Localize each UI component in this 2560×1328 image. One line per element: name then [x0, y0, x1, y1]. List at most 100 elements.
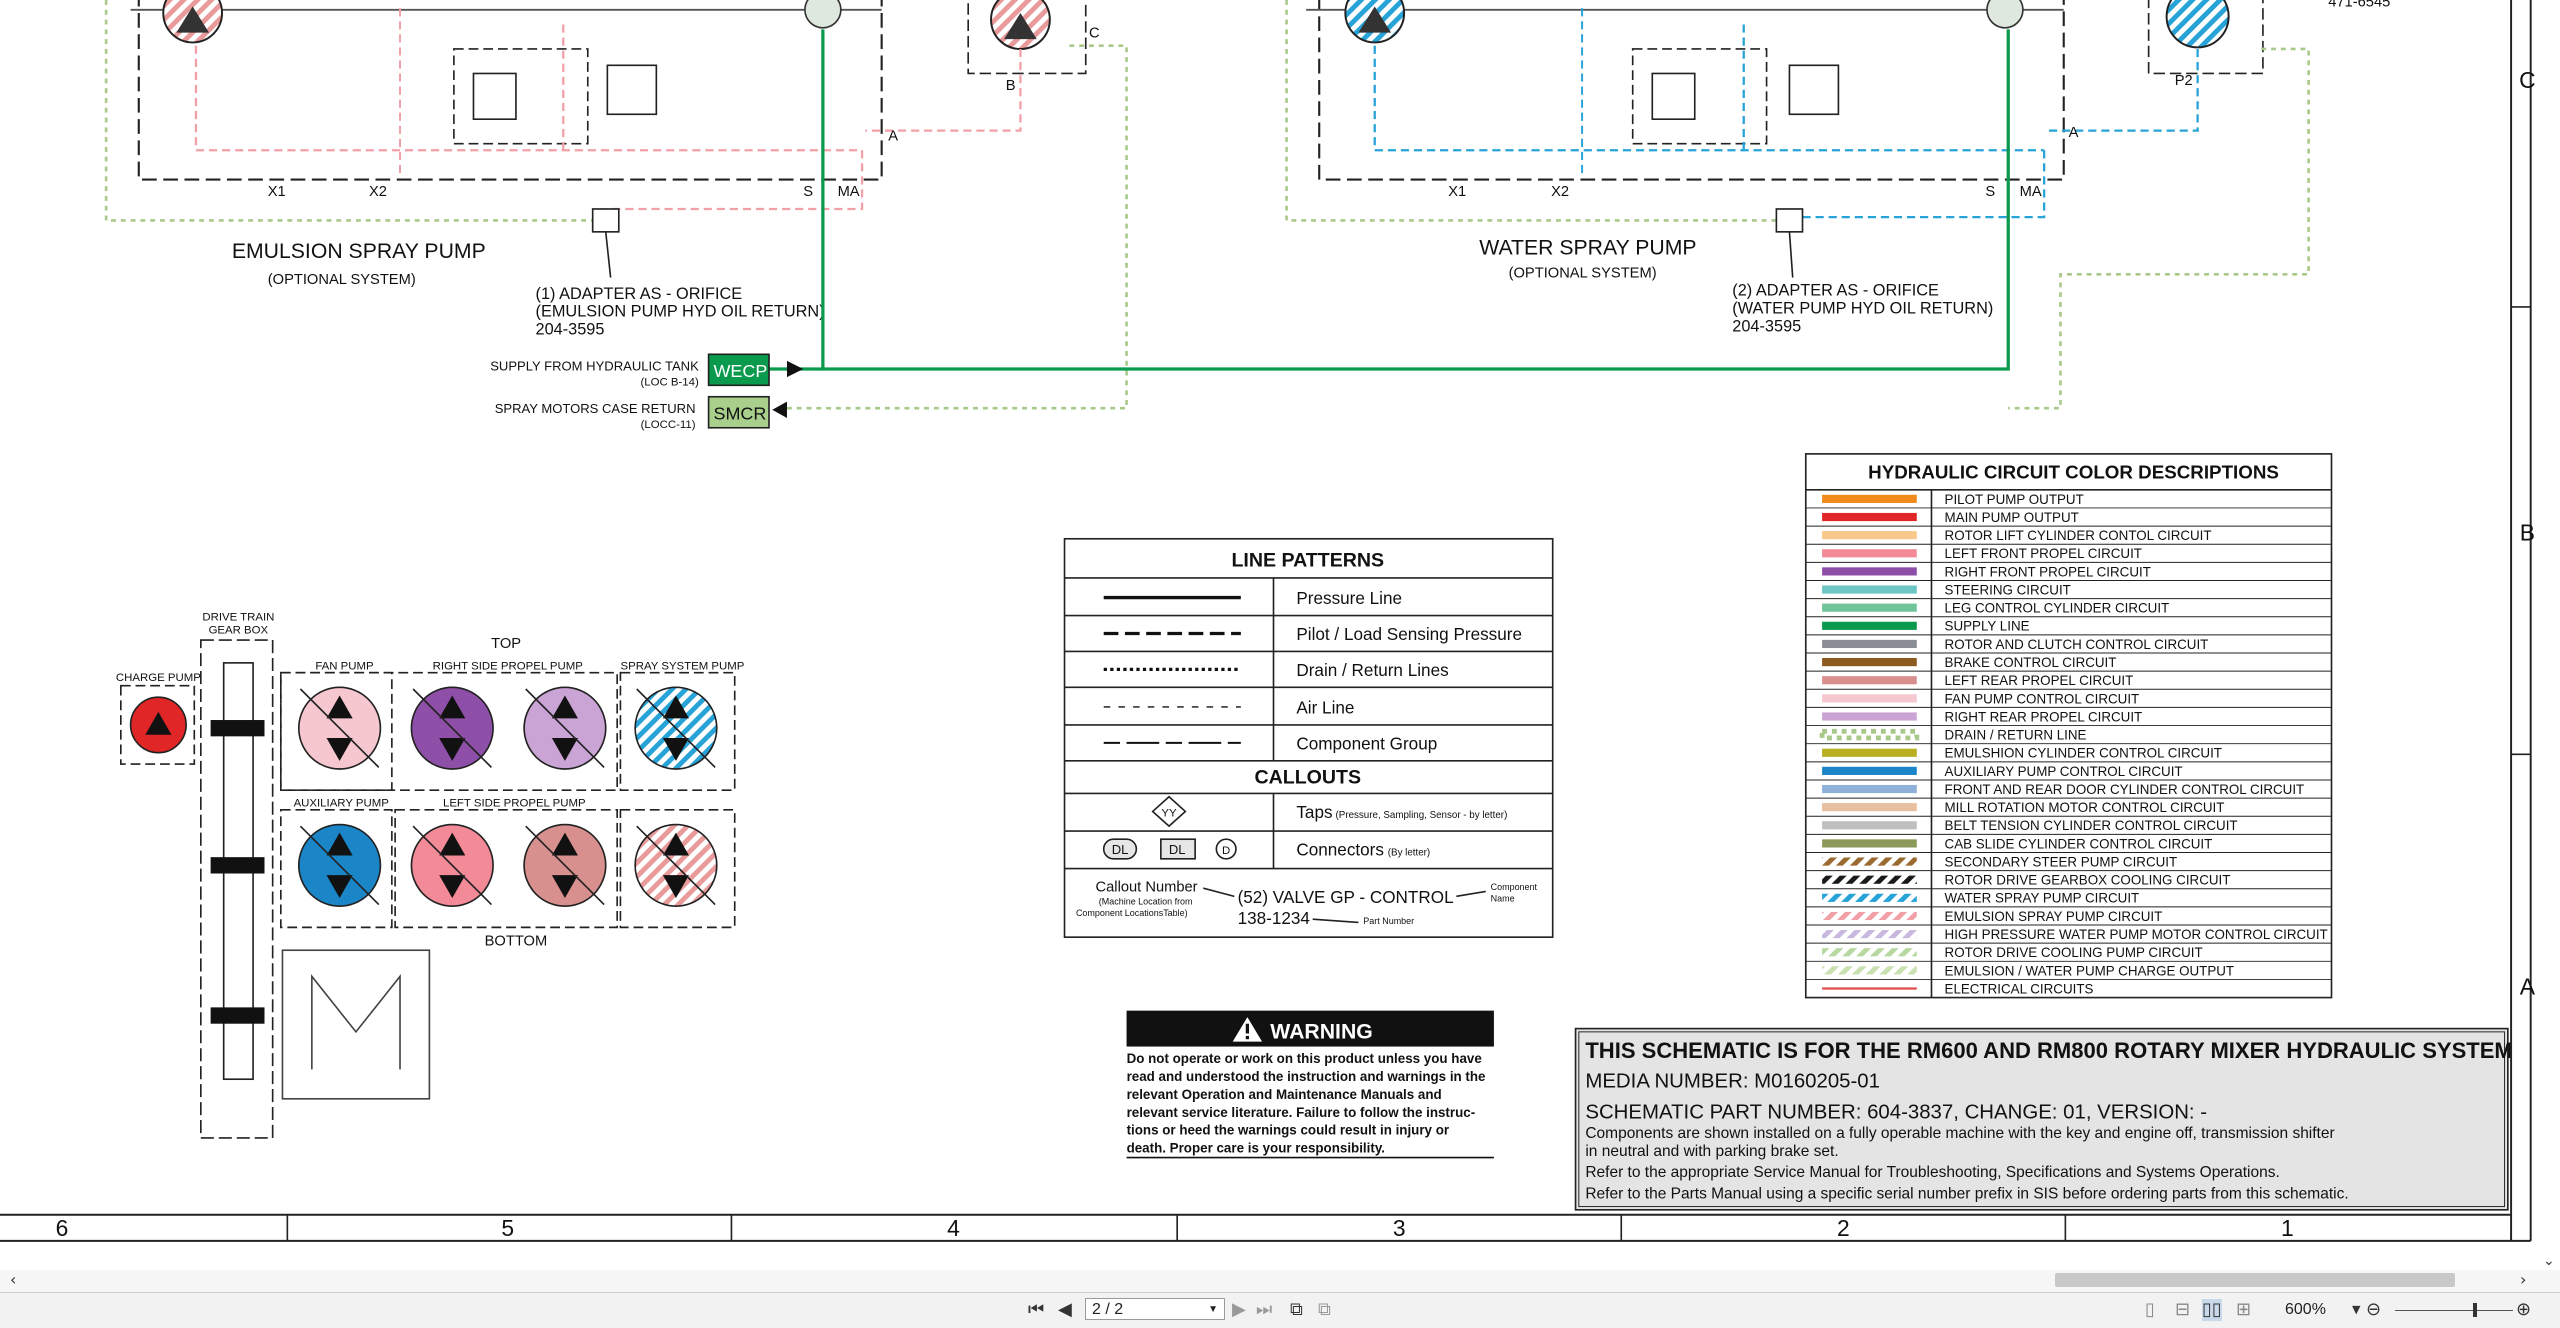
warning-line-3: relevant Operation and Maintenance Manua… — [1127, 1087, 1442, 1102]
color-row-label: CAB SLIDE CYLINDER CONTROL CIRCUIT — [1945, 836, 2213, 851]
color-swatch — [1822, 893, 1917, 902]
color-swatch — [1822, 712, 1917, 721]
grid-row-c: C — [2519, 67, 2536, 93]
grid-col-3: 3 — [1393, 1215, 1406, 1241]
color-swatch — [1822, 621, 1917, 630]
scroll-left-icon[interactable]: ‹ — [10, 1270, 17, 1289]
emulsion-pump-title: EMULSION SPRAY PUMP — [232, 240, 486, 263]
bottom-label: BOTTOM — [485, 933, 548, 949]
connectors-label: Connectors — [1296, 840, 1384, 860]
water-pump-group: X1 X2 S MA A P2 471-6545 WATER SPRAY PUM… — [1285, 0, 2390, 410]
warning-line-1: Do not operate or work on this product u… — [1127, 1051, 1482, 1066]
pump-arrangement: DRIVE TRAIN GEAR BOX CHARGE PUMP — [116, 611, 744, 1139]
color-swatch — [1822, 512, 1917, 522]
color-swatch — [1822, 784, 1917, 794]
zoom-level[interactable]: 600% — [2285, 1301, 2326, 1318]
color-row-label: ROTOR AND CLUTCH CONTROL CIRCUIT — [1945, 637, 2209, 652]
color-row-label: AUXILIARY PUMP CONTROL CIRCUIT — [1945, 764, 2183, 779]
water-port-a: A — [2069, 125, 2079, 141]
color-swatch — [1822, 857, 1917, 866]
scroll-right-icon[interactable]: › — [2520, 1270, 2527, 1289]
color-swatch — [1822, 911, 1917, 921]
water-adapter-line1: (2) ADAPTER AS - ORIFICE — [1732, 282, 1939, 300]
title-note-4: Refer to the Parts Manual using a specif… — [1585, 1185, 2348, 1202]
first-page-icon[interactable]: ⏮ — [1028, 1299, 1045, 1320]
two-page-view-icon[interactable]: ▯▯ — [2202, 1299, 2222, 1321]
scroll-down-icon[interactable]: ⌄ — [2543, 1253, 2555, 1269]
emulsion-adapter-line1: (1) ADAPTER AS - ORIFICE — [536, 285, 743, 303]
color-swatch — [1819, 728, 1920, 741]
color-row-label: ROTOR DRIVE COOLING PUMP CIRCUIT — [1945, 945, 2203, 960]
water-adapter-line3: 204-3595 — [1732, 317, 1801, 335]
color-row-label: RIGHT FRONT PROPEL CIRCUIT — [1945, 564, 2151, 579]
grid-col-6: 6 — [56, 1215, 69, 1241]
color-row-label: ROTOR LIFT CYLINDER CONTOL CIRCUIT — [1945, 528, 2212, 543]
two-page-continuous-icon[interactable]: ⊞ — [2236, 1299, 2252, 1320]
title-note-2: in neutral and with parking brake set. — [1585, 1143, 1838, 1160]
color-row-label: MAIN PUMP OUTPUT — [1945, 510, 2079, 525]
color-row-label: EMULSION SPRAY PUMP CIRCUIT — [1945, 909, 2163, 924]
callout-number-note-1: (Machine Location from — [1099, 897, 1193, 907]
single-page-view-icon[interactable]: ▯ — [2145, 1299, 2155, 1320]
color-row-label: STEERING CIRCUIT — [1945, 582, 2071, 597]
water-port-p2: P2 — [2175, 73, 2193, 89]
water-port-s: S — [1985, 184, 1995, 200]
part-example: 138-1234 — [1238, 908, 1311, 928]
title-note-3: Refer to the appropriate Service Manual … — [1585, 1164, 2279, 1181]
color-descriptions-table: HYDRAULIC CIRCUIT COLOR DESCRIPTIONS PIL… — [1804, 453, 2333, 999]
title-media: MEDIA NUMBER: M0160205-01 — [1585, 1070, 1880, 1092]
warning-box: WARNING Do not operate or work on this p… — [1126, 1010, 1494, 1159]
warning-line-5: tions or heed the warnings could result … — [1127, 1123, 1450, 1138]
water-port-x1: X1 — [1448, 184, 1466, 200]
previous-page-icon[interactable]: ◀ — [1058, 1299, 1072, 1320]
color-swatch — [1822, 585, 1917, 594]
next-page-icon[interactable]: ▶ — [1232, 1299, 1246, 1320]
warning-title: WARNING — [1270, 1020, 1373, 1043]
color-row-label: LEG CONTROL CYLINDER CIRCUIT — [1945, 601, 2170, 616]
smcr-label: SMCR — [713, 404, 766, 424]
zoom-slider-handle[interactable] — [2473, 1303, 2477, 1317]
horizontal-scrollbar[interactable]: ‹ › — [0, 1270, 2560, 1293]
taps-note: (Pressure, Sampling, Sensor - by letter) — [1336, 810, 1508, 821]
fit-width-icon[interactable]: ⧉ — [1318, 1299, 1331, 1320]
line-pattern-air: Air Line — [1296, 697, 1354, 717]
horizontal-scroll-thumb[interactable] — [2055, 1273, 2455, 1287]
color-table-title: HYDRAULIC CIRCUIT COLOR DESCRIPTIONS — [1868, 461, 2279, 482]
drive-train-label-2: GEAR BOX — [209, 624, 269, 636]
color-row-label: LEFT REAR PROPEL CIRCUIT — [1945, 673, 2134, 688]
emulsion-adapter-line3: 204-3595 — [536, 321, 605, 339]
fit-page-icon[interactable]: ⧉ — [1290, 1299, 1303, 1320]
wecp-desc: SUPPLY FROM HYDRAULIC TANK — [490, 359, 699, 374]
color-swatch — [1822, 875, 1917, 884]
continuous-view-icon[interactable]: ⊟ — [2175, 1299, 2191, 1320]
emulsion-port-s: S — [803, 184, 813, 200]
color-swatch — [1822, 966, 1917, 975]
zoom-out-icon[interactable]: ⊖ — [2366, 1299, 2382, 1320]
left-side-propel-pump-label: LEFT SIDE PROPEL PUMP — [443, 798, 586, 810]
color-row-label: SUPPLY LINE — [1945, 619, 2030, 634]
color-row-label: BELT TENSION CYLINDER CONTROL CIRCUIT — [1945, 818, 2238, 833]
title-heading: THIS SCHEMATIC IS FOR THE RM600 AND RM80… — [1585, 1038, 2512, 1063]
water-pump-title: WATER SPRAY PUMP — [1479, 237, 1696, 260]
page-number-input[interactable]: 2 / 2▼ — [1085, 1298, 1225, 1320]
color-row-label: EMULSION / WATER PUMP CHARGE OUTPUT — [1945, 963, 2235, 978]
vertical-scrollbar[interactable]: ⌄ — [2543, 0, 2560, 1270]
grid-border: 6 5 4 3 2 1 C B A — [0, 0, 2536, 1242]
title-note-1: Components are shown installed on a full… — [1585, 1125, 2334, 1142]
connector-symbol-3: D — [1222, 845, 1230, 857]
part-number-label: Part Number — [1363, 916, 1414, 926]
last-page-icon[interactable]: ⏭ — [1256, 1299, 1273, 1320]
emulsion-port-c: C — [1089, 26, 1100, 42]
zoom-in-icon[interactable]: ⊕ — [2516, 1299, 2532, 1320]
color-swatch — [1822, 987, 1917, 990]
color-row-label: RIGHT REAR PROPEL CIRCUIT — [1945, 709, 2143, 724]
line-pattern-pilot: Pilot / Load Sensing Pressure — [1296, 624, 1522, 644]
zoom-dropdown-icon[interactable]: ▼ — [2352, 1303, 2361, 1316]
drive-train-label-1: DRIVE TRAIN — [202, 611, 274, 623]
chevron-down-icon[interactable]: ▼ — [1208, 1304, 1218, 1315]
component-name-2: Name — [1491, 893, 1515, 903]
component-name-1: Component — [1491, 882, 1538, 892]
zoom-slider[interactable] — [2395, 1303, 2513, 1317]
color-swatch — [1822, 658, 1917, 667]
fan-pump-label: FAN PUMP — [315, 660, 373, 672]
